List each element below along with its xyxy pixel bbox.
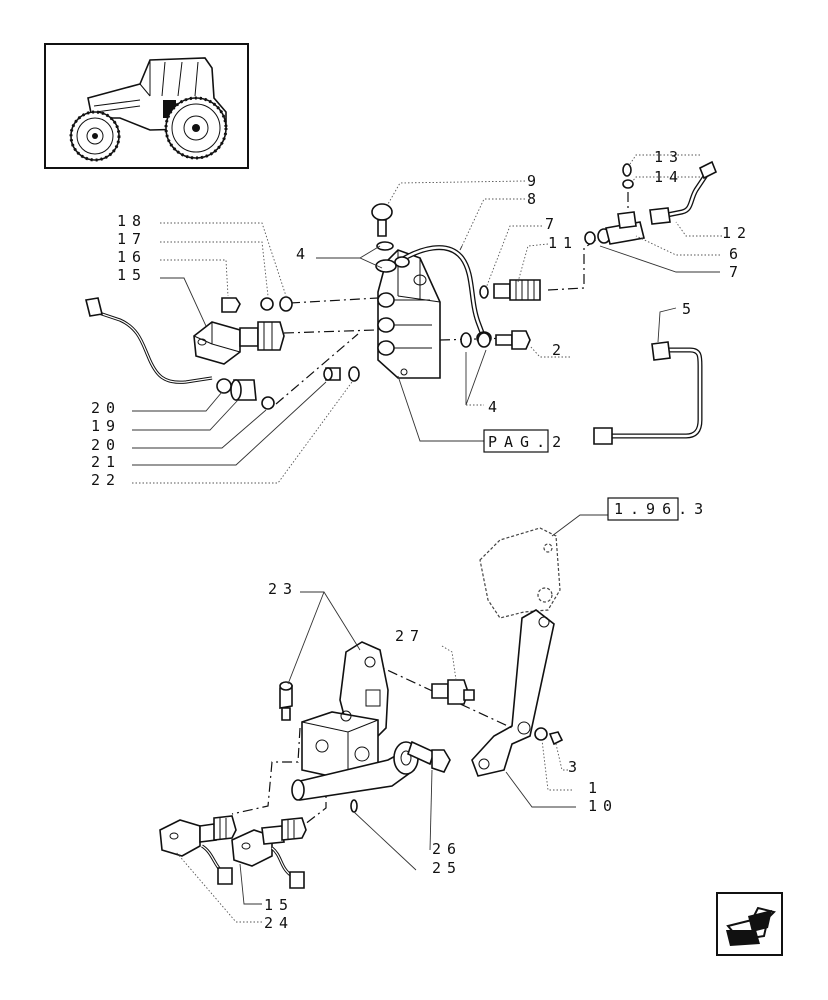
washer-20a (216, 378, 232, 394)
label-23: 23 (268, 580, 298, 598)
part-labels: 9 8 4 7 11 2 4 13 14 12 6 7 5 18 17 16 1… (91, 148, 752, 932)
pipe-12 (649, 160, 718, 225)
label-20b: 20 (91, 436, 121, 454)
oring-22 (348, 366, 360, 382)
label-6: 6 (729, 245, 744, 263)
label-15b: 15 (264, 896, 294, 914)
label-4a: 4 (296, 245, 311, 263)
tractor-thumbnail-icon (44, 43, 249, 169)
solenoid-24 (159, 815, 237, 885)
label-9: 9 (527, 172, 542, 190)
label-11: 11 (548, 234, 578, 252)
washer-18 (279, 296, 293, 312)
lever-10 (471, 609, 555, 777)
bolt-2 (495, 330, 531, 350)
label-14: 14 (654, 168, 684, 186)
label-22: 22 (91, 471, 121, 489)
solenoid-stem (239, 321, 285, 351)
label-7b: 7 (729, 263, 744, 281)
ref-fig-text: 1.96.3 (614, 500, 710, 518)
plug-21 (323, 367, 341, 381)
seal-7 (479, 285, 489, 299)
label-20a: 20 (91, 399, 121, 417)
ref-pag-2: PAG.2 (483, 429, 568, 453)
leader-lines (132, 154, 722, 923)
pipe-5 (593, 341, 703, 445)
solenoid-15-lower (231, 817, 307, 889)
pin-1 (534, 727, 548, 741)
washer-4-lower-b (477, 332, 491, 348)
label-13: 13 (654, 148, 684, 166)
label-27: 27 (395, 627, 425, 645)
label-10: 10 (588, 797, 618, 815)
washer-20b (261, 396, 275, 410)
label-2: 2 (552, 341, 567, 359)
bolt-16 (221, 297, 241, 313)
bolt-26 (407, 740, 451, 773)
ref-pag-text: PAG.2 (488, 433, 568, 451)
label-24: 24 (264, 914, 294, 932)
label-16: 16 (117, 248, 147, 266)
label-17: 17 (117, 230, 147, 248)
back-arrow-icon[interactable] (716, 892, 783, 956)
label-7a: 7 (545, 215, 560, 233)
label-8: 8 (527, 190, 542, 208)
label-12: 12 (722, 224, 752, 242)
washer-17 (260, 297, 274, 311)
label-5: 5 (682, 300, 697, 318)
label-19: 19 (91, 417, 121, 435)
label-25: 25 (432, 859, 462, 877)
bleed-screw-23 (279, 681, 293, 721)
label-1: 1 (588, 779, 603, 797)
pin-27 (431, 679, 475, 705)
bolt-9 (371, 203, 393, 237)
tee-fitting-6 (584, 163, 645, 245)
fitting-11 (493, 279, 541, 301)
spool-19 (230, 379, 257, 401)
ghost-bracket (479, 527, 561, 619)
label-21: 21 (91, 453, 121, 471)
washer-4-mid (375, 259, 397, 273)
pin-25 (350, 799, 358, 813)
solenoid-15-upper (85, 297, 241, 384)
valve-block (377, 249, 441, 379)
label-18: 18 (117, 212, 147, 230)
label-3: 3 (568, 758, 583, 776)
label-4b: 4 (488, 398, 503, 416)
label-15a: 15 (117, 266, 147, 284)
clip-3 (548, 731, 564, 746)
washer-4-lower-a (460, 332, 472, 348)
ref-fig-1-96-3: 1.96.3 (607, 497, 710, 521)
label-26: 26 (432, 840, 462, 858)
washer-4-top (376, 241, 394, 251)
